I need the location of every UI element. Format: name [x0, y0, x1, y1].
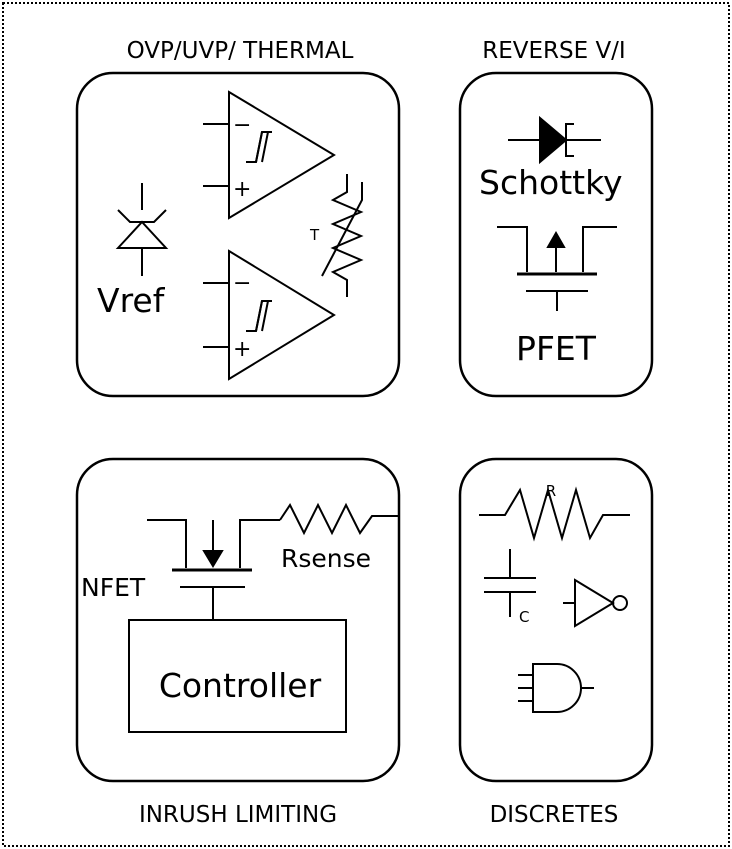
comparator-bottom [203, 249, 336, 381]
comparator-bottom-minus: − [233, 271, 251, 296]
controller-label: Controller [159, 666, 322, 705]
rsense-resistor-symbol [279, 502, 399, 536]
comparator-top [203, 90, 336, 220]
reverse-title: REVERSE V/I [482, 38, 625, 64]
comparator-top-plus: + [233, 177, 251, 202]
comparator-top-minus: − [233, 113, 251, 138]
controller-box [128, 619, 347, 733]
and-gate-symbol [518, 663, 594, 713]
inrush-box [75, 457, 401, 783]
nfet-label: NFET [81, 573, 146, 602]
discretes-box [458, 457, 654, 783]
rsense-label: Rsense [281, 544, 371, 573]
resistor-symbol [479, 486, 630, 542]
comparator-bottom-plus: + [233, 337, 251, 362]
pfet-symbol [497, 226, 617, 311]
capacitor-symbol [484, 549, 536, 617]
thermistor-symbol [321, 174, 364, 297]
pfet-label: PFET [516, 329, 597, 368]
zener-reference-symbol [115, 183, 169, 276]
schottky-label: Schottky [479, 163, 623, 202]
nfet-symbol [147, 519, 280, 620]
inrush-title: INRUSH LIMITING [139, 802, 337, 828]
schottky-diode-symbol [508, 115, 601, 165]
capacitor-label: C [519, 608, 529, 626]
reverse-box [458, 71, 654, 398]
discretes-title: DISCRETES [490, 802, 619, 828]
inverter-symbol [563, 578, 628, 628]
vref-label: Vref [97, 281, 166, 320]
thermistor-label: T [309, 226, 320, 244]
resistor-label: R [546, 482, 556, 500]
ovp-box [75, 71, 401, 398]
ovp-title: OVP/UVP/ THERMAL [127, 38, 354, 64]
